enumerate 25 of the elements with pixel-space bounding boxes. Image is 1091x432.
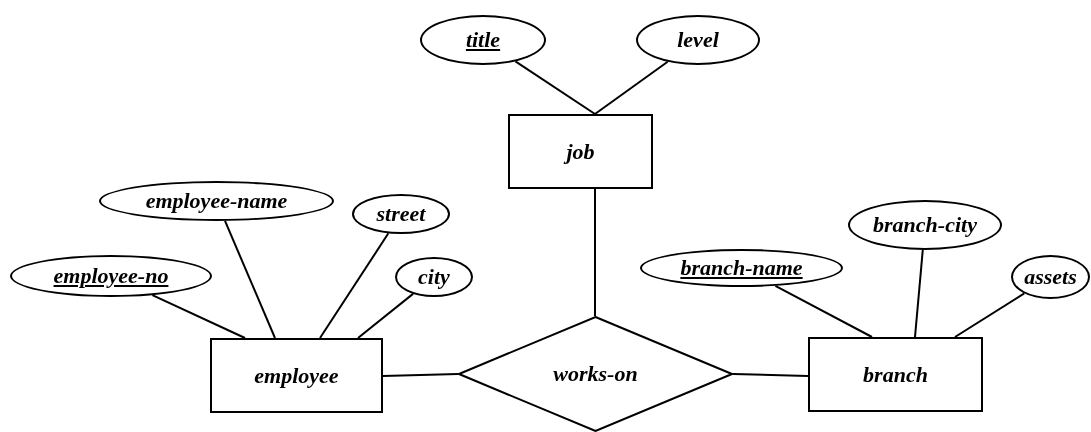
connector-line bbox=[774, 284, 873, 338]
connector-line bbox=[382, 373, 459, 377]
connector-line bbox=[732, 373, 809, 377]
key-attribute-name: title bbox=[465, 27, 501, 53]
entity-box bbox=[808, 337, 983, 412]
attribute-name: street bbox=[376, 201, 426, 227]
entity-name: employee bbox=[254, 362, 339, 389]
attribute-name: assets bbox=[1024, 264, 1077, 290]
connector-line bbox=[319, 232, 390, 339]
connector-line bbox=[224, 219, 276, 339]
attribute-name: city bbox=[418, 264, 450, 290]
attribute-name: branch-city bbox=[873, 212, 977, 238]
connector-line bbox=[954, 292, 1026, 338]
entity-box bbox=[210, 338, 383, 413]
entity-box bbox=[508, 114, 653, 189]
connector-line bbox=[594, 188, 596, 317]
entity-name: branch bbox=[863, 361, 928, 388]
attribute-ellipse bbox=[1011, 255, 1090, 299]
connector-line bbox=[151, 294, 246, 339]
relationship-name: works-on bbox=[553, 361, 638, 387]
attribute-name: employee-name bbox=[145, 188, 288, 214]
connector-line bbox=[914, 249, 924, 338]
attribute-name: level bbox=[677, 27, 719, 53]
key-attribute-name: branch-name bbox=[680, 255, 803, 281]
key-attribute-name: employee-no bbox=[53, 263, 169, 289]
